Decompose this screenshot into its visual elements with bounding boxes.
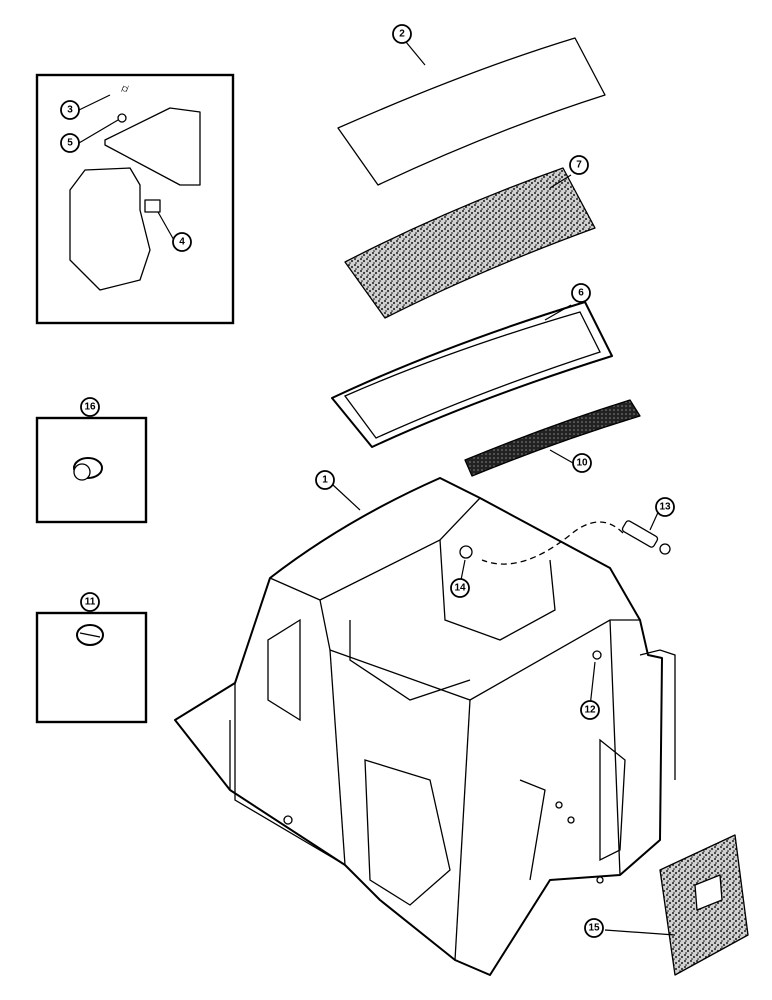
callout-6: 6 (571, 283, 591, 303)
callout-11: 11 (80, 592, 100, 612)
callout-13: 13 (655, 497, 675, 517)
callout-label: 11 (85, 597, 96, 608)
roof-seal-frame-inner (343, 311, 601, 439)
callout-3: 3 (60, 100, 80, 120)
roof-seal-frame (331, 301, 613, 448)
roof-panel (337, 37, 606, 186)
grommet (459, 545, 473, 559)
callout-label: 16 (84, 402, 96, 413)
callout-label: 10 (576, 458, 588, 469)
callout-label: 5 (67, 138, 73, 149)
callout-label: 6 (578, 288, 584, 299)
callout-16: 16 (80, 397, 100, 417)
callout-4: 4 (172, 232, 192, 252)
callout-label: 15 (588, 923, 600, 934)
hardware-bolt (621, 520, 671, 555)
roof-strip (464, 399, 641, 477)
callout-15: 15 (584, 918, 604, 938)
callout-10: 10 (572, 453, 592, 473)
callout-label: 3 (67, 105, 73, 116)
callout-label: 14 (454, 583, 466, 594)
headliner-pad (344, 167, 596, 319)
inset-box-plug (35, 611, 148, 724)
svg-text:⌭: ⌭ (121, 83, 129, 95)
cab-frame (174, 477, 676, 976)
bolt-dashed-line (481, 521, 624, 565)
callout-1: 1 (315, 470, 335, 490)
callout-label: 4 (179, 237, 185, 248)
callout-5: 5 (60, 133, 80, 153)
plug (592, 650, 602, 660)
callout-label: 1 (322, 475, 328, 486)
inset-box-cap (35, 416, 148, 524)
callout-label: 2 (399, 29, 405, 40)
callout-12: 12 (580, 700, 600, 720)
callout-label: 12 (584, 705, 596, 716)
callout-label: 7 (576, 160, 582, 171)
callout-label: 13 (659, 502, 671, 513)
callout-7: 7 (569, 155, 589, 175)
callout-14: 14 (450, 578, 470, 598)
callout-2: 2 (392, 24, 412, 44)
